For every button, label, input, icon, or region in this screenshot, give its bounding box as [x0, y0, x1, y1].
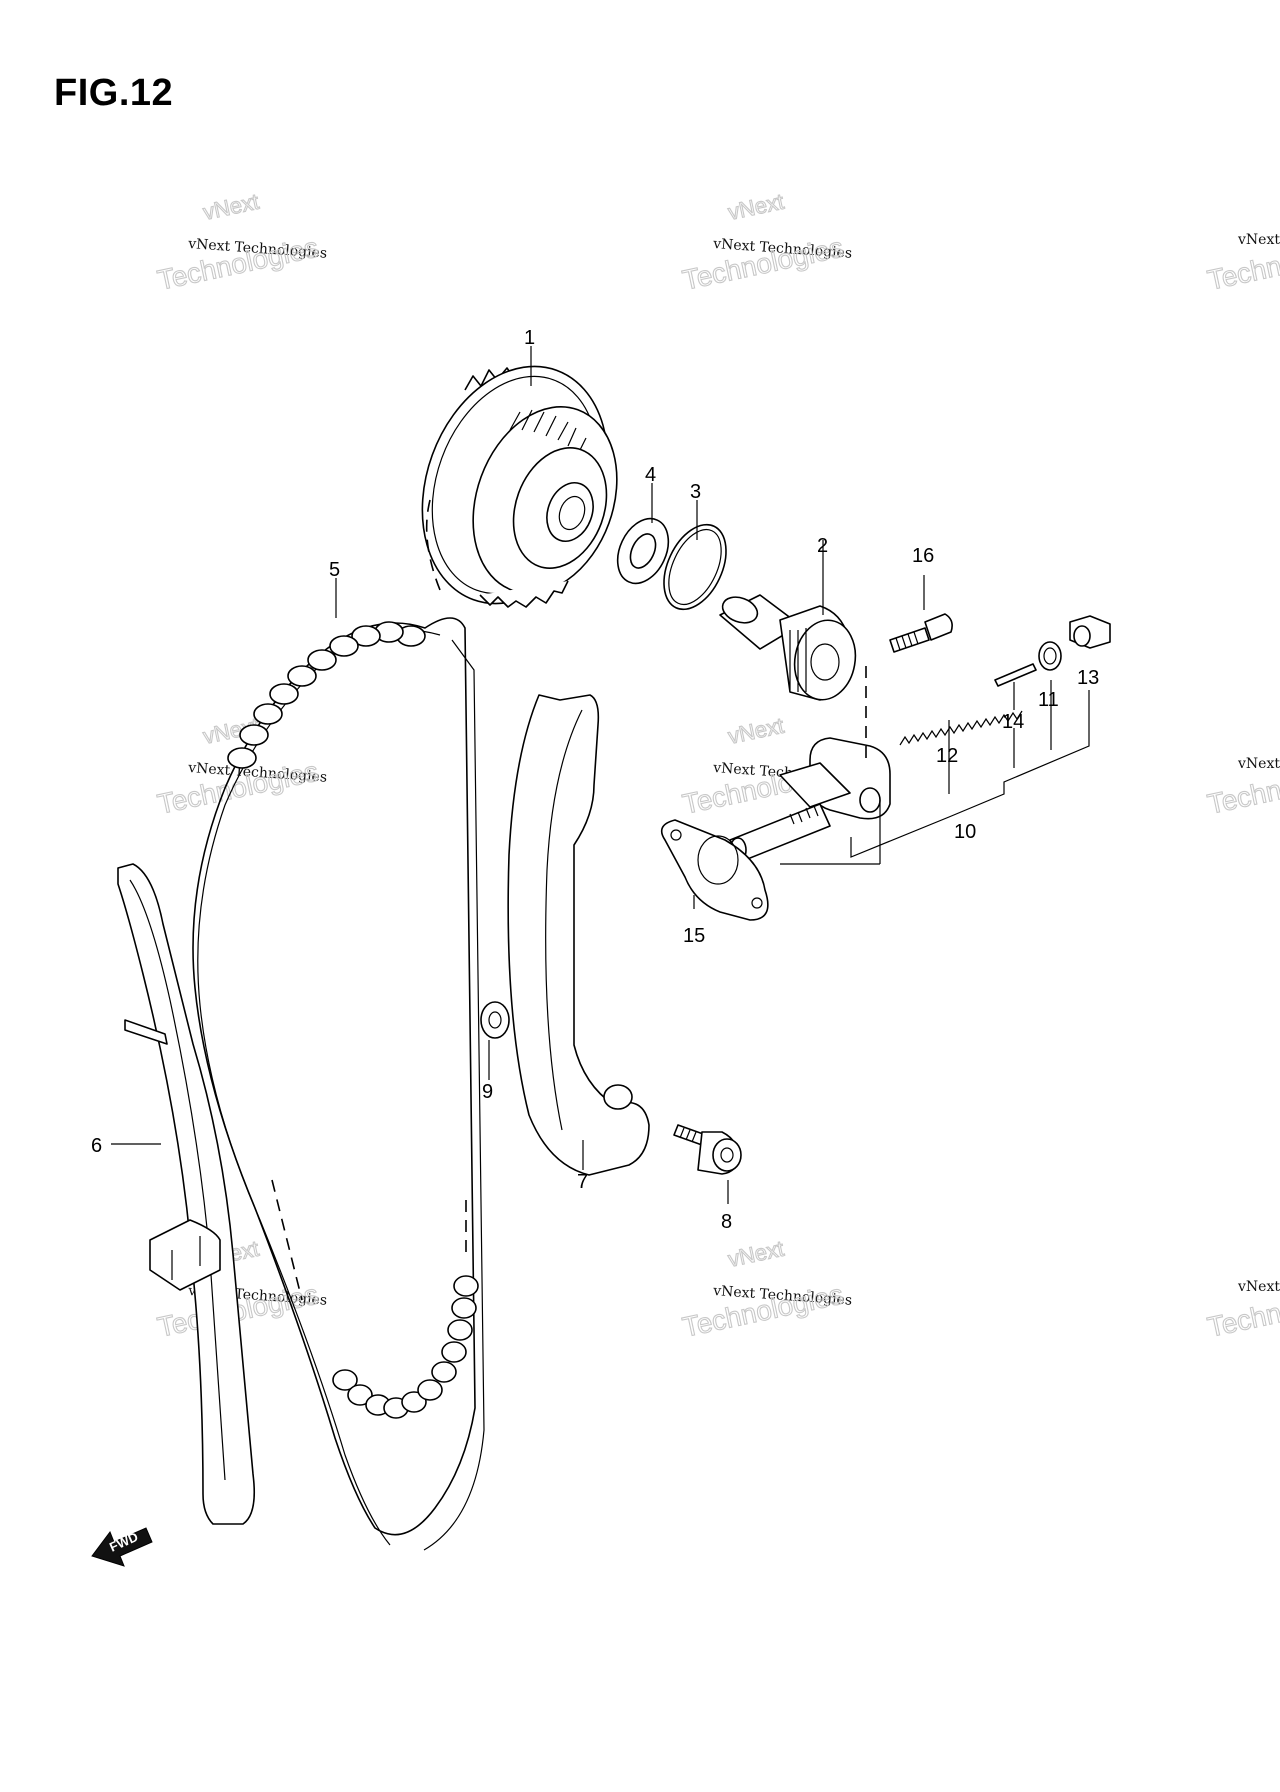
watermark-top-center: vNext vNext Technologies Technologies: [679, 188, 852, 296]
watermark-bottom-center: vNext vNext Technologies Technologies: [679, 1235, 852, 1343]
callout-3: 3: [690, 481, 701, 503]
chain-links-bottom: [332, 1275, 479, 1419]
watermark-top-left: vNext vNext Technologies Technologies: [154, 188, 327, 296]
sprocket-bore: [546, 482, 594, 542]
callout-8: 8: [721, 1211, 732, 1233]
part-2-idler-shaft: [719, 594, 857, 701]
part-12-spring: [899, 710, 1023, 746]
part-13-cap-bolt: [1069, 615, 1111, 649]
callout-15: 15: [683, 925, 705, 947]
leader-bracket-10: [780, 800, 881, 865]
part-8-bolt: [673, 1124, 742, 1175]
callout-10: 10: [954, 821, 976, 843]
callout-11: 11: [1038, 689, 1059, 711]
callout-16: 16: [912, 545, 934, 567]
watermark-bottom-right: vNext Technologies Technologies: [1204, 1278, 1280, 1343]
svg-text:vNext: vNext: [726, 1236, 786, 1272]
svg-text:vNext: vNext: [726, 189, 786, 225]
callout-5: 5: [329, 559, 340, 581]
leader-bracket-top: [850, 726, 1090, 858]
chain-links-top: [227, 621, 426, 769]
leader-lines: [111, 346, 1090, 1204]
figure-title: FIG.12: [54, 72, 174, 114]
part-6-chain-guide: [117, 863, 256, 1525]
part-7-tensioner-guide: [507, 694, 650, 1176]
callout-6: 6: [91, 1135, 102, 1157]
leader-bracket-ticks: [948, 726, 1052, 794]
callout-labels: 1 2 3 4 5 6 7 8 9 10 11 12 13 14 15 16: [91, 327, 1099, 1233]
svg-text:vNext: vNext: [726, 713, 786, 749]
svg-text:vNext Technologies: vNext Technologies: [1237, 1279, 1280, 1295]
callout-14: 14: [1002, 711, 1024, 733]
svg-text:vNext Technologies: vNext Technologies: [1237, 756, 1280, 772]
callout-9: 9: [482, 1081, 493, 1103]
callout-1: 1: [524, 327, 535, 349]
svg-text:vNext Technologies: vNext Technologies: [1237, 232, 1280, 248]
callout-2: 2: [817, 535, 828, 557]
part-11-washer: [1038, 641, 1062, 671]
chain-dashed-left: [271, 1179, 303, 1301]
watermark-mid-right: vNext Technologies Technologies: [1204, 755, 1280, 820]
sprocket-dashed-edge: [425, 499, 441, 591]
part-4-washer: [616, 517, 670, 585]
callout-4: 4: [645, 464, 656, 486]
part-3-o-ring: [663, 523, 727, 611]
callout-7: 7: [577, 1171, 588, 1193]
svg-text:vNext: vNext: [201, 189, 261, 225]
fwd-arrow: FWD: [91, 1527, 153, 1567]
part-16-bolt: [889, 613, 953, 653]
part-9-washer: [480, 1001, 510, 1039]
watermark-top-right: vNext Technologies Technologies: [1204, 231, 1280, 296]
part-5-cam-chain: [192, 617, 485, 1551]
callout-12: 12: [936, 745, 958, 767]
callout-13: 13: [1077, 667, 1099, 689]
part-15-gasket: [660, 819, 769, 921]
part-1-sprocket-gear: [421, 365, 618, 608]
part-14-rod: [994, 663, 1037, 687]
